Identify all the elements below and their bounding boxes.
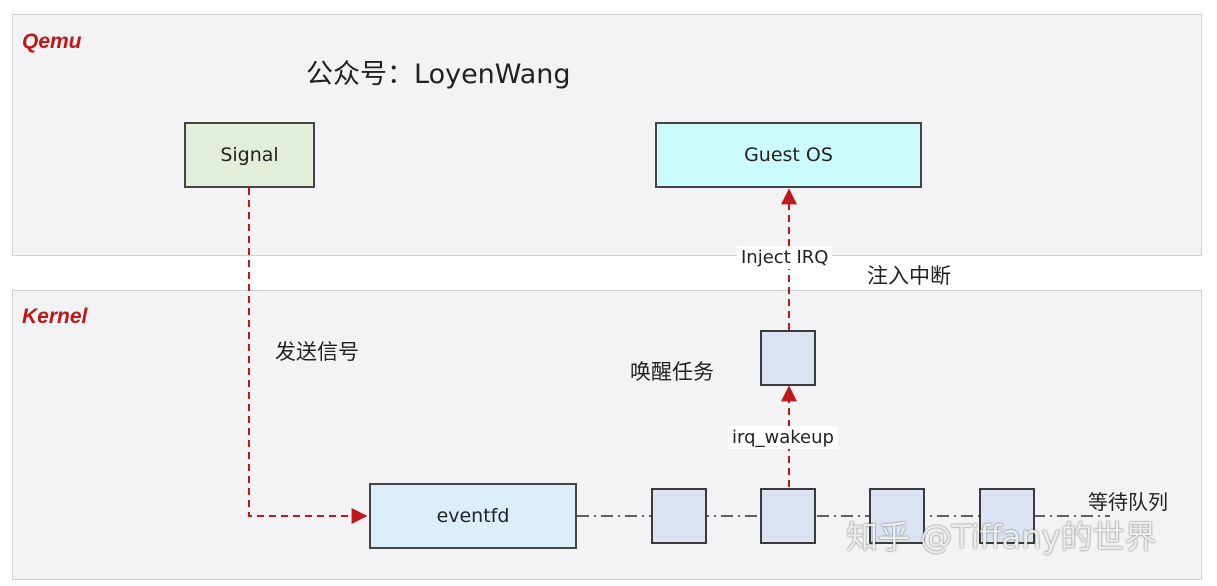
kernel-label: Kernel xyxy=(22,305,88,328)
watermark-text: 知乎 @Tiffany的世界 xyxy=(846,518,1157,556)
page-subtitle: 公众号：LoyenWang xyxy=(306,59,571,90)
wait-queue-item-woken xyxy=(760,488,816,544)
wait-queue-item xyxy=(651,488,707,544)
qemu-label: Qemu xyxy=(22,30,82,53)
woken-task-box xyxy=(760,330,816,386)
signal-label: Signal xyxy=(220,144,279,166)
inject-irq-label: Inject IRQ xyxy=(737,246,833,269)
send-signal-label: 发送信号 xyxy=(275,340,359,364)
signal-box: Signal xyxy=(184,122,315,188)
wake-task-label: 唤醒任务 xyxy=(630,360,714,384)
wait-queue-item xyxy=(979,488,1035,544)
irq-wakeup-label: irq_wakeup xyxy=(728,426,838,449)
wait-queue-item xyxy=(869,488,925,544)
send-signal-arrow xyxy=(248,188,368,524)
inject-interrupt-label: 注入中断 xyxy=(867,264,951,288)
wait-queue-label: 等待队列 xyxy=(1088,490,1168,514)
guest-os-box: Guest OS xyxy=(655,122,922,188)
eventfd-label: eventfd xyxy=(436,505,510,527)
eventfd-box: eventfd xyxy=(369,483,577,549)
guest-os-label: Guest OS xyxy=(744,144,833,166)
